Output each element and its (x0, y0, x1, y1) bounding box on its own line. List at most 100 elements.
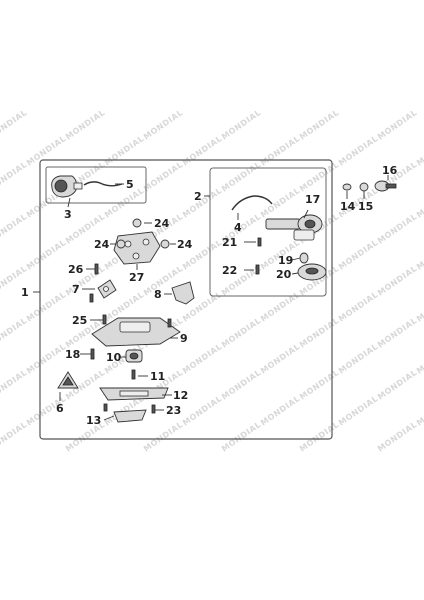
part-26-bolt (102, 314, 107, 325)
watermark-text: MONDIAL (142, 420, 185, 454)
watermark-text: MONDIAL (181, 342, 224, 376)
callout-8: 8 (154, 288, 162, 301)
callout-26: 25 (72, 314, 87, 327)
callout-5: 5 (126, 178, 134, 191)
watermark-text: MONDIAL (0, 420, 29, 454)
part-27-bracket (113, 231, 161, 265)
callout-23: 23 (166, 404, 181, 417)
watermark-text: MONDIAL (337, 394, 380, 428)
watermark-text: MONDIAL (259, 290, 302, 324)
callout-7: 7 (72, 283, 80, 296)
watermark-text: MONDIAL (0, 160, 29, 194)
part-19-key-cylinder (299, 252, 309, 264)
part-23-screw (151, 404, 156, 414)
part-9-bolt (167, 318, 172, 328)
watermark-text: MONDIAL (25, 134, 68, 168)
callout-15: 15 (358, 200, 373, 213)
watermark-text: MONDIAL (25, 290, 68, 324)
watermark-text: MONDIAL (220, 420, 263, 454)
part-18-screw (90, 348, 95, 360)
part-13-screw (103, 403, 108, 412)
watermark-text: MONDIAL (376, 316, 419, 350)
part-24-nut-top (132, 218, 142, 228)
callout-19: 19 (278, 254, 293, 267)
watermark-text: MONDIAL (415, 394, 424, 428)
watermark-text: MONDIAL (259, 394, 302, 428)
watermark-text: MONDIAL (337, 342, 380, 376)
watermark-text: MONDIAL (376, 264, 419, 298)
watermark-text: MONDIAL (142, 160, 185, 194)
part-20-cover-ring (297, 263, 327, 281)
watermark-text: MONDIAL (376, 420, 419, 454)
watermark-text: MONDIAL (220, 108, 263, 142)
watermark-text: MONDIAL (0, 368, 29, 402)
part-7-clamp (97, 279, 117, 299)
callout-25: 26 (68, 263, 84, 276)
subgroup-box-2 (209, 167, 327, 297)
callout-24-left: 24 (94, 238, 110, 251)
part-17-ignition-switch (265, 214, 323, 241)
callout-labels: 1 2 3 4 5 6 7 8 9 10 11 12 13 14 15 16 1… (21, 164, 398, 427)
part-9-plate-bracket (91, 317, 181, 347)
callout-20: 20 (276, 268, 292, 281)
subgroup-box-3 (45, 166, 147, 204)
callout-4: 4 (234, 221, 242, 234)
callout-27: 27 (129, 271, 144, 284)
callout-6: 6 (56, 402, 64, 415)
watermark-text: MONDIAL (64, 108, 107, 142)
callout-12: 12 (173, 389, 188, 402)
part-13-plate (113, 409, 147, 423)
watermark-text: MONDIAL (220, 160, 263, 194)
watermark-text: MONDIAL (0, 212, 29, 246)
watermark-text: MONDIAL (259, 186, 302, 220)
watermark-text: MONDIAL (415, 238, 424, 272)
watermark-text: MONDIAL (25, 238, 68, 272)
part-7-bolt (89, 293, 94, 303)
part-15-nut (359, 182, 369, 192)
watermark-text: MONDIAL (415, 186, 424, 220)
part-14-washer (342, 183, 352, 191)
watermark-text: MONDIAL (298, 160, 341, 194)
part-8-bracket (171, 281, 195, 305)
callout-10: 10 (106, 351, 122, 364)
part-22-screw (255, 264, 260, 275)
watermark-text: MONDIAL (181, 134, 224, 168)
watermark-text: MONDIAL (376, 108, 419, 142)
watermark-text: MONDIAL (376, 368, 419, 402)
watermark-text: MONDIAL (142, 108, 185, 142)
watermark-text: MONDIAL (0, 108, 29, 142)
callout-11: 11 (150, 370, 165, 383)
watermark-text: MONDIAL (337, 290, 380, 324)
part-24-nut-left (116, 239, 126, 249)
callout-9: 9 (180, 332, 188, 345)
callout-18: 18 (65, 348, 80, 361)
watermark-text: MONDIAL (415, 290, 424, 324)
watermark-text: MONDIAL (259, 342, 302, 376)
part-25-bolt (94, 263, 99, 275)
watermark-text: MONDIAL (376, 212, 419, 246)
watermark-text: MONDIAL (298, 368, 341, 402)
watermark-text: MONDIAL (298, 108, 341, 142)
part-3-turn-signal (51, 175, 83, 198)
watermark-text: MONDIAL (415, 342, 424, 376)
part-12-reflector-base (99, 387, 169, 401)
callout-21: 21 (222, 236, 237, 249)
callout-16: 16 (382, 164, 398, 177)
assembly-frame (39, 159, 333, 440)
part-16-bolt (374, 180, 397, 192)
watermark-text: MONDIAL (259, 134, 302, 168)
watermark-text: MONDIAL (181, 186, 224, 220)
watermark-text: MONDIAL (220, 368, 263, 402)
part-24-nut-right (160, 239, 170, 249)
watermark-text: MONDIAL (103, 134, 146, 168)
callout-13: 13 (86, 414, 101, 427)
part-10-light-unit (125, 349, 143, 363)
callout-17: 17 (305, 193, 320, 206)
callout-24-right: 24 (177, 238, 193, 251)
callout-1: 1 (21, 286, 29, 299)
watermark-text: MONDIAL (25, 342, 68, 376)
watermark-text: MONDIAL (0, 316, 29, 350)
callout-3: 3 (64, 208, 72, 221)
watermark-text: MONDIAL (298, 316, 341, 350)
